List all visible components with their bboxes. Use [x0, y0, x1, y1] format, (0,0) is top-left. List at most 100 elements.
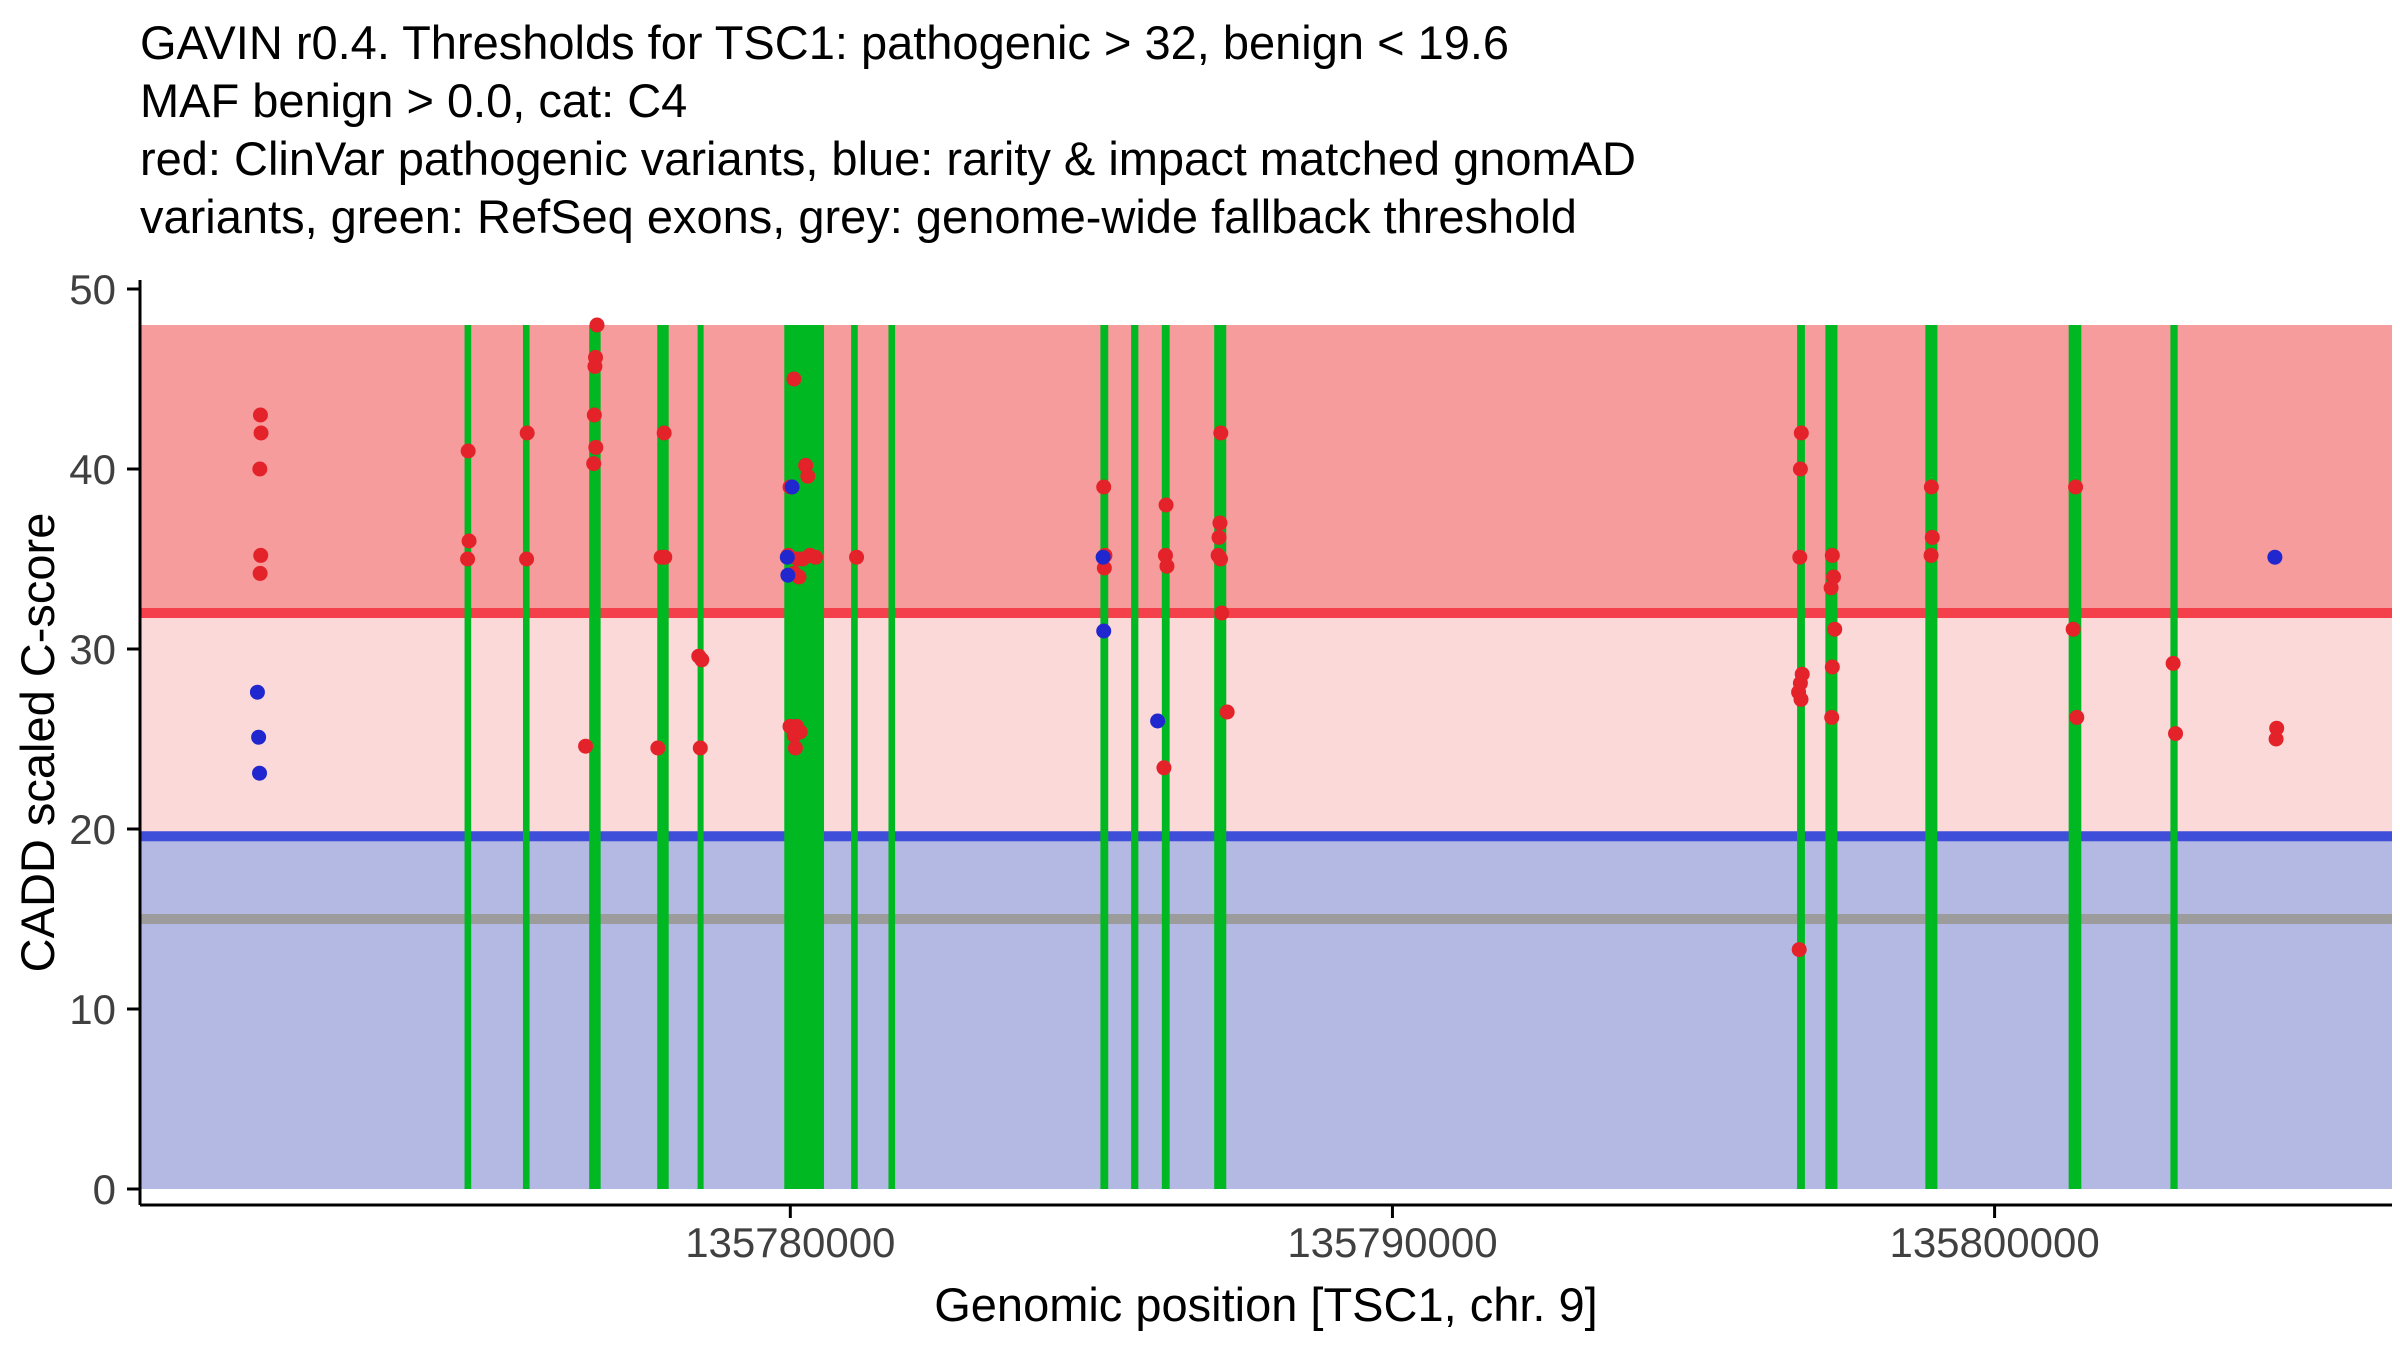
clinvar-pathogenic-point [787, 740, 803, 756]
clinvar-pathogenic-point [1923, 547, 1939, 563]
gnomad-matched-point [1095, 549, 1111, 565]
clinvar-pathogenic-point [791, 569, 807, 585]
clinvar-pathogenic-point [1827, 621, 1843, 637]
clinvar-pathogenic-point [1158, 497, 1174, 513]
clinvar-pathogenic-point [2268, 731, 2284, 747]
gnomad-matched-point [2267, 549, 2283, 565]
clinvar-pathogenic-point [792, 724, 808, 740]
gnomad-matched-point [1096, 623, 1112, 639]
clinvar-pathogenic-point [1824, 709, 1840, 725]
y-tick-label: 10 [69, 986, 116, 1033]
clinvar-pathogenic-point [253, 547, 269, 563]
x-axis-title: Genomic position [TSC1, chr. 9] [934, 1278, 1598, 1331]
clinvar-pathogenic-point [1793, 425, 1809, 441]
clinvar-pathogenic-point [1792, 461, 1808, 477]
y-tick-label: 30 [69, 626, 116, 673]
refseq-exon-bar [1925, 325, 1938, 1189]
refseq-exon-bar [1100, 325, 1109, 1189]
region-benign-zone [140, 836, 2392, 1189]
clinvar-pathogenic-point [2165, 655, 2181, 671]
x-tick-label: 135800000 [1889, 1219, 2099, 1266]
refseq-exon-bar [2068, 325, 2082, 1189]
gnomad-matched-point [252, 765, 268, 781]
title-line-3: red: ClinVar pathogenic variants, blue: … [140, 132, 1636, 185]
clinvar-pathogenic-point [786, 371, 802, 387]
clinvar-pathogenic-point [1923, 479, 1939, 495]
clinvar-pathogenic-point [2065, 621, 2081, 637]
y-tick-label: 0 [93, 1166, 116, 1213]
refseq-exon-bar [657, 325, 669, 1189]
chart-title: GAVIN r0.4. Thresholds for TSC1: pathoge… [140, 14, 1636, 246]
clinvar-pathogenic-point [800, 468, 816, 484]
x-tick-label: 135790000 [1287, 1219, 1497, 1266]
clinvar-pathogenic-point [253, 425, 269, 441]
clinvar-pathogenic-point [586, 407, 602, 423]
clinvar-pathogenic-point [1924, 529, 1940, 545]
gnomad-matched-point [249, 684, 265, 700]
gnomad-matched-point [1150, 713, 1166, 729]
clinvar-pathogenic-point [657, 549, 673, 565]
clinvar-pathogenic-point [1096, 479, 1112, 495]
refseq-exon-bar [464, 325, 472, 1189]
clinvar-pathogenic-point [2069, 709, 2085, 725]
clinvar-pathogenic-point [460, 551, 476, 567]
clinvar-pathogenic-point [587, 358, 603, 374]
clinvar-pathogenic-point [460, 443, 476, 459]
refseq-exon-bar [784, 325, 825, 1189]
gnomad-matched-point [784, 479, 800, 495]
gnomad-matched-point [779, 549, 795, 565]
refseq-exon-bar [697, 325, 704, 1189]
clinvar-pathogenic-point [252, 461, 268, 477]
clinvar-pathogenic-point [519, 425, 535, 441]
region-pathogenic-zone [140, 325, 2392, 613]
clinvar-pathogenic-point [1159, 558, 1175, 574]
clinvar-pathogenic-point [586, 456, 602, 472]
clinvar-pathogenic-point [849, 549, 865, 565]
y-axis-title: CADD scaled C-score [11, 513, 64, 973]
clinvar-pathogenic-point [252, 407, 268, 423]
clinvar-pathogenic-point [588, 439, 604, 455]
clinvar-pathogenic-point [808, 549, 824, 565]
refseq-exon-bar [1214, 325, 1227, 1189]
clinvar-pathogenic-point [1824, 659, 1840, 675]
clinvar-pathogenic-point [2168, 726, 2184, 742]
clinvar-pathogenic-point [1219, 704, 1235, 720]
clinvar-pathogenic-point [1823, 580, 1839, 596]
y-tick-label: 50 [69, 266, 116, 313]
refseq-exon-bar [888, 325, 896, 1189]
refseq-exon-bar [1161, 325, 1170, 1189]
clinvar-pathogenic-point [1214, 605, 1230, 621]
clinvar-pathogenic-point [589, 317, 605, 333]
clinvar-pathogenic-point [519, 551, 535, 567]
clinvar-pathogenic-point [1213, 425, 1229, 441]
clinvar-pathogenic-point [650, 740, 666, 756]
clinvar-pathogenic-point [252, 565, 268, 581]
refseq-exon-bar [851, 325, 858, 1189]
refseq-exon-bar [522, 325, 530, 1189]
clinvar-pathogenic-point [1211, 529, 1227, 545]
clinvar-pathogenic-point [1793, 691, 1809, 707]
clinvar-pathogenic-point [1792, 549, 1808, 565]
clinvar-pathogenic-point [1791, 942, 1807, 958]
refseq-exon-bar [1825, 325, 1838, 1189]
gnomad-matched-point [251, 729, 267, 745]
refseq-exon-bar [1131, 325, 1139, 1189]
clinvar-pathogenic-point [2269, 720, 2285, 736]
clinvar-pathogenic-point [1213, 551, 1229, 567]
y-tick-label: 40 [69, 446, 116, 493]
clinvar-pathogenic-point [461, 533, 477, 549]
clinvar-pathogenic-point [1212, 515, 1228, 531]
y-tick-label: 20 [69, 806, 116, 853]
refseq-exon-bar [1797, 325, 1805, 1189]
refseq-exon-bar [2170, 325, 2178, 1189]
title-line-1: GAVIN r0.4. Thresholds for TSC1: pathoge… [140, 16, 1510, 69]
clinvar-pathogenic-point [694, 652, 710, 668]
clinvar-pathogenic-point [692, 740, 708, 756]
clinvar-pathogenic-point [2068, 479, 2084, 495]
clinvar-pathogenic-point [1824, 547, 1840, 563]
clinvar-pathogenic-point [656, 425, 672, 441]
gnomad-matched-point [780, 567, 796, 583]
title-line-2: MAF benign > 0.0, cat: C4 [140, 74, 688, 127]
